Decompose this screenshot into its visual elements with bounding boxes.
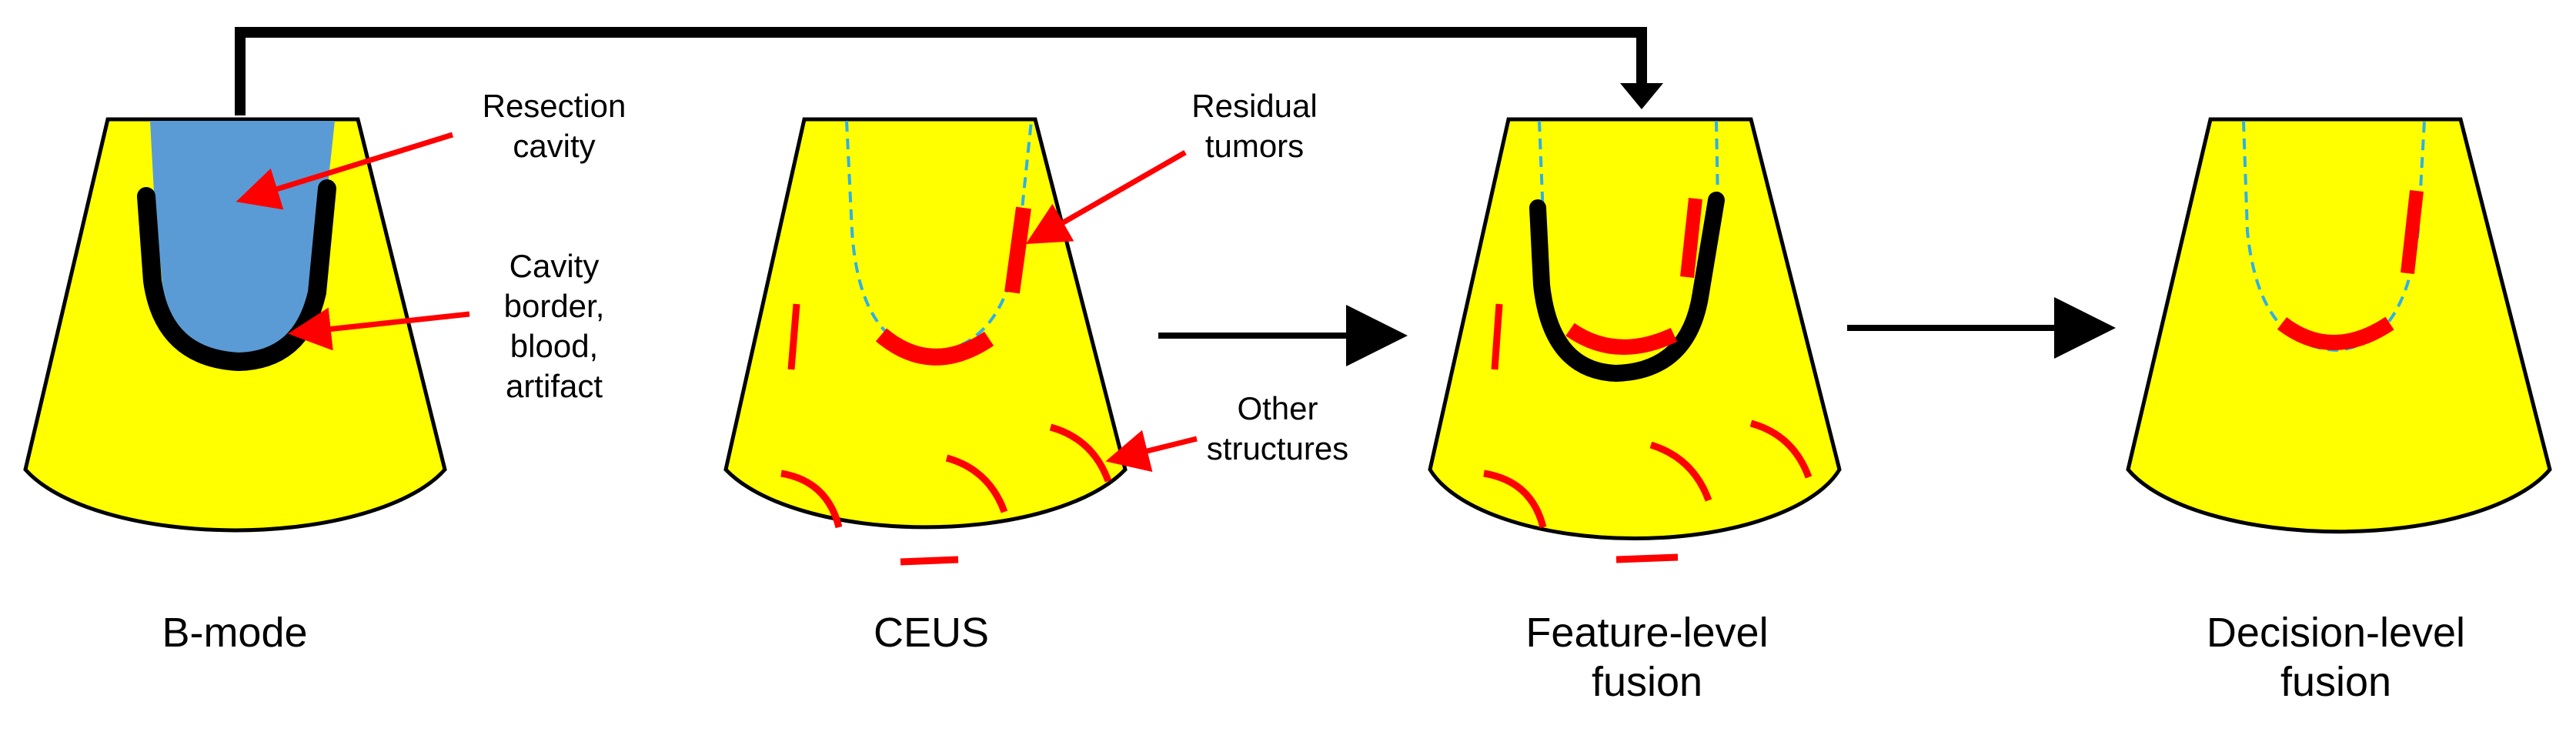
bmode-caption-text: B-mode (162, 610, 308, 656)
decision-caption-line1: Decision-level (2206, 610, 2466, 656)
feature-caption-line1: Feature-level (1525, 610, 1769, 656)
ceus-residual-tumor-bottom (875, 328, 994, 366)
ceus-caption-text: CEUS (873, 610, 990, 656)
decision-fusion-panel (2126, 117, 2552, 534)
ceus-structure-5 (900, 556, 959, 566)
ceus-caption: CEUS (839, 608, 1024, 657)
decision-caption: Decision-level fusion (2167, 608, 2505, 707)
feature-structure-3 (1649, 441, 1712, 502)
feature-tumor-bottom (1565, 323, 1678, 355)
cavity-label-line1: Cavity (509, 248, 600, 284)
ceus-cone (723, 117, 1128, 530)
residual-label-line2: tumors (1204, 128, 1305, 164)
connector-arrowhead (1620, 83, 1663, 109)
bmode-panel (23, 117, 447, 533)
other-label-line1: Other (1237, 390, 1318, 426)
ceus-structure-4 (1049, 423, 1112, 483)
feature-tumor-wall (1680, 198, 1702, 278)
feature-caption: Feature-level fusion (1485, 608, 1809, 707)
ceus-structure-2 (780, 470, 843, 529)
cavity-label-line2: border, (503, 288, 605, 324)
feature-structure-5 (1615, 553, 1679, 563)
feature-caption-line2: fusion (1591, 659, 1703, 705)
bmode-to-feature-connector (235, 27, 1647, 115)
feature-structure-1 (1491, 303, 1503, 370)
resection-cavity-label: Resection cavity (454, 86, 654, 166)
feature-cavity-border (1529, 192, 1725, 383)
decision-tumor-wall (2401, 189, 2424, 275)
resection-label-line1: Resection (482, 88, 626, 124)
decision-caption-line2: fusion (2280, 659, 2392, 705)
resection-cavity-pointer (236, 132, 454, 210)
cavity-label-line3: blood, (510, 328, 599, 364)
other-label-line2: structures (1206, 430, 1349, 466)
feature-cavity-outline (1538, 120, 1719, 216)
cavity-label-line4: artifact (505, 368, 603, 404)
bmode-caption: B-mode (119, 608, 350, 657)
ceus-structure-1 (787, 303, 800, 370)
cavity-border-label: Cavity border, blood, artifact (469, 246, 639, 406)
residual-tumors-pointer (1025, 149, 1187, 244)
feature-structure-4 (1749, 419, 1813, 479)
resection-label-line2: cavity (513, 128, 596, 164)
feature-structure-2 (1483, 470, 1547, 529)
feature-fusion-panel (1428, 117, 1842, 563)
cavity-border-pointer (288, 307, 470, 351)
decision-tumor-bottom (2277, 316, 2394, 350)
other-structures-label: Other structures (1178, 389, 1378, 469)
decision-cone (2126, 117, 2552, 534)
ceus-structure-3 (945, 454, 1008, 513)
other-structures-pointer (1105, 429, 1198, 473)
ceus-residual-tumor-wall (1004, 206, 1031, 294)
resection-cavity (150, 121, 335, 356)
ceus-panel (723, 117, 1128, 566)
residual-tumors-label: Residual tumors (1170, 86, 1339, 166)
residual-label-line1: Residual (1191, 88, 1318, 124)
